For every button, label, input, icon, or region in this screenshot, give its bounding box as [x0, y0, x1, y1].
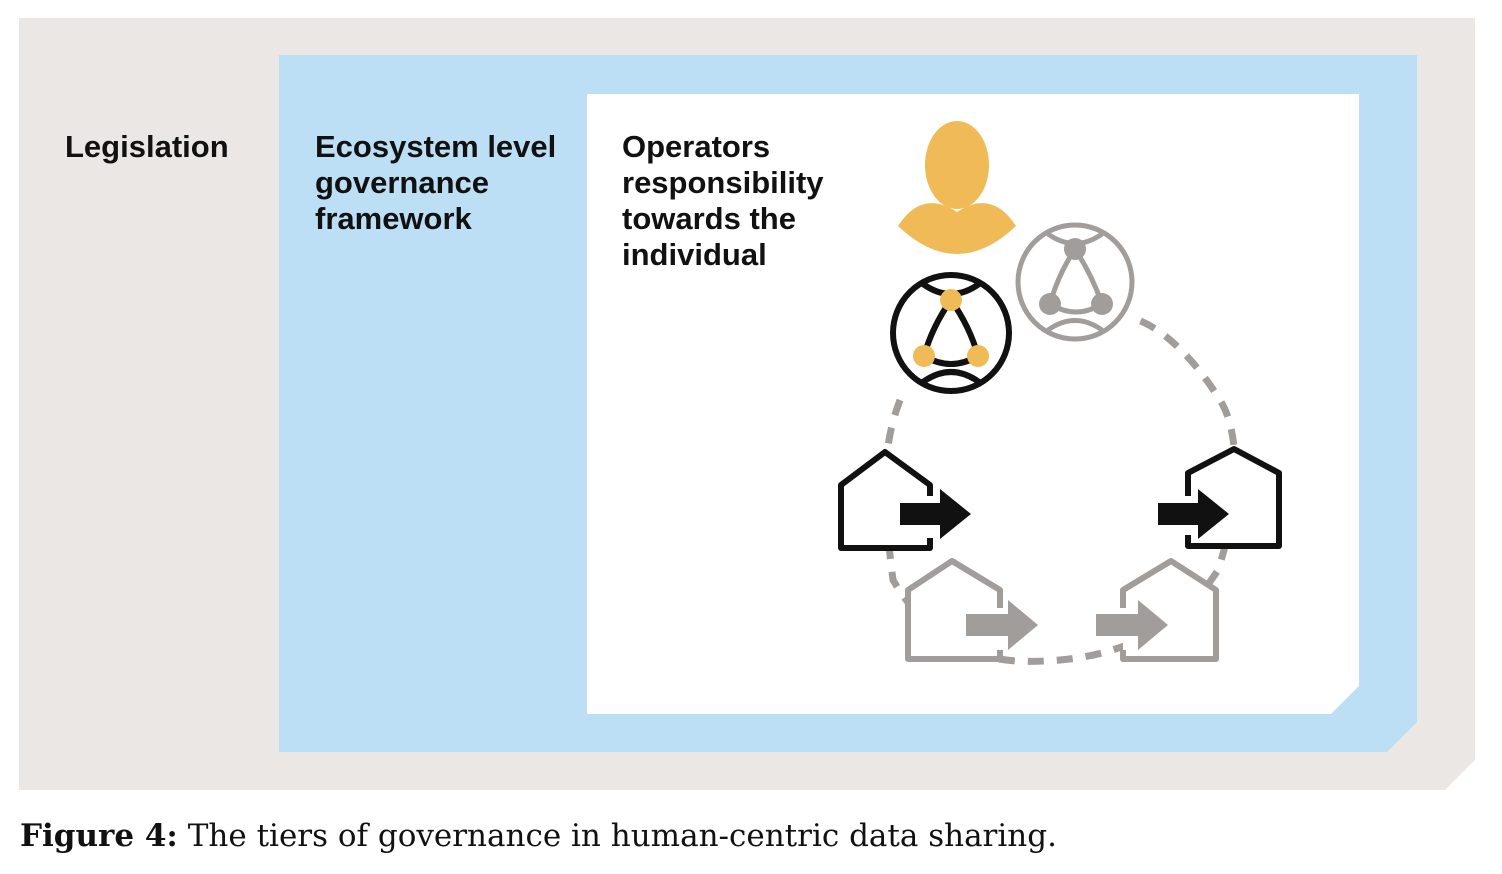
operators-label-line: responsibility: [622, 165, 824, 200]
ecosystem-label-line: framework: [315, 201, 472, 236]
ecosystem-label: Ecosystem level governance framework: [315, 129, 556, 237]
operators-label-line: towards the: [622, 201, 796, 236]
house-arrow-icon: [905, 558, 1038, 662]
legislation-label: Legislation: [65, 129, 229, 165]
network-globe-icon: [890, 272, 1012, 394]
operators-label-line: Operators: [622, 129, 771, 164]
legislation-label-line: Legislation: [65, 129, 229, 164]
house-arrow-icon: [838, 449, 971, 551]
operators-label-line: individual: [622, 237, 767, 272]
figure-caption-label: Figure 4:: [20, 818, 178, 854]
operators-label: Operators responsibility towards the ind…: [622, 129, 824, 273]
network-globe-icon: [1015, 222, 1135, 342]
house-arrow-icon: [1158, 446, 1282, 549]
ecosystem-label-line: governance: [315, 165, 490, 200]
figure-caption-text: The tiers of governance in human-centric…: [177, 818, 1057, 854]
house-arrow-icon: [1096, 558, 1219, 662]
figure-caption: Figure 4: The tiers of governance in hum…: [20, 818, 1057, 854]
ecosystem-label-line: Ecosystem level: [315, 129, 557, 164]
person-icon: [898, 121, 1016, 254]
